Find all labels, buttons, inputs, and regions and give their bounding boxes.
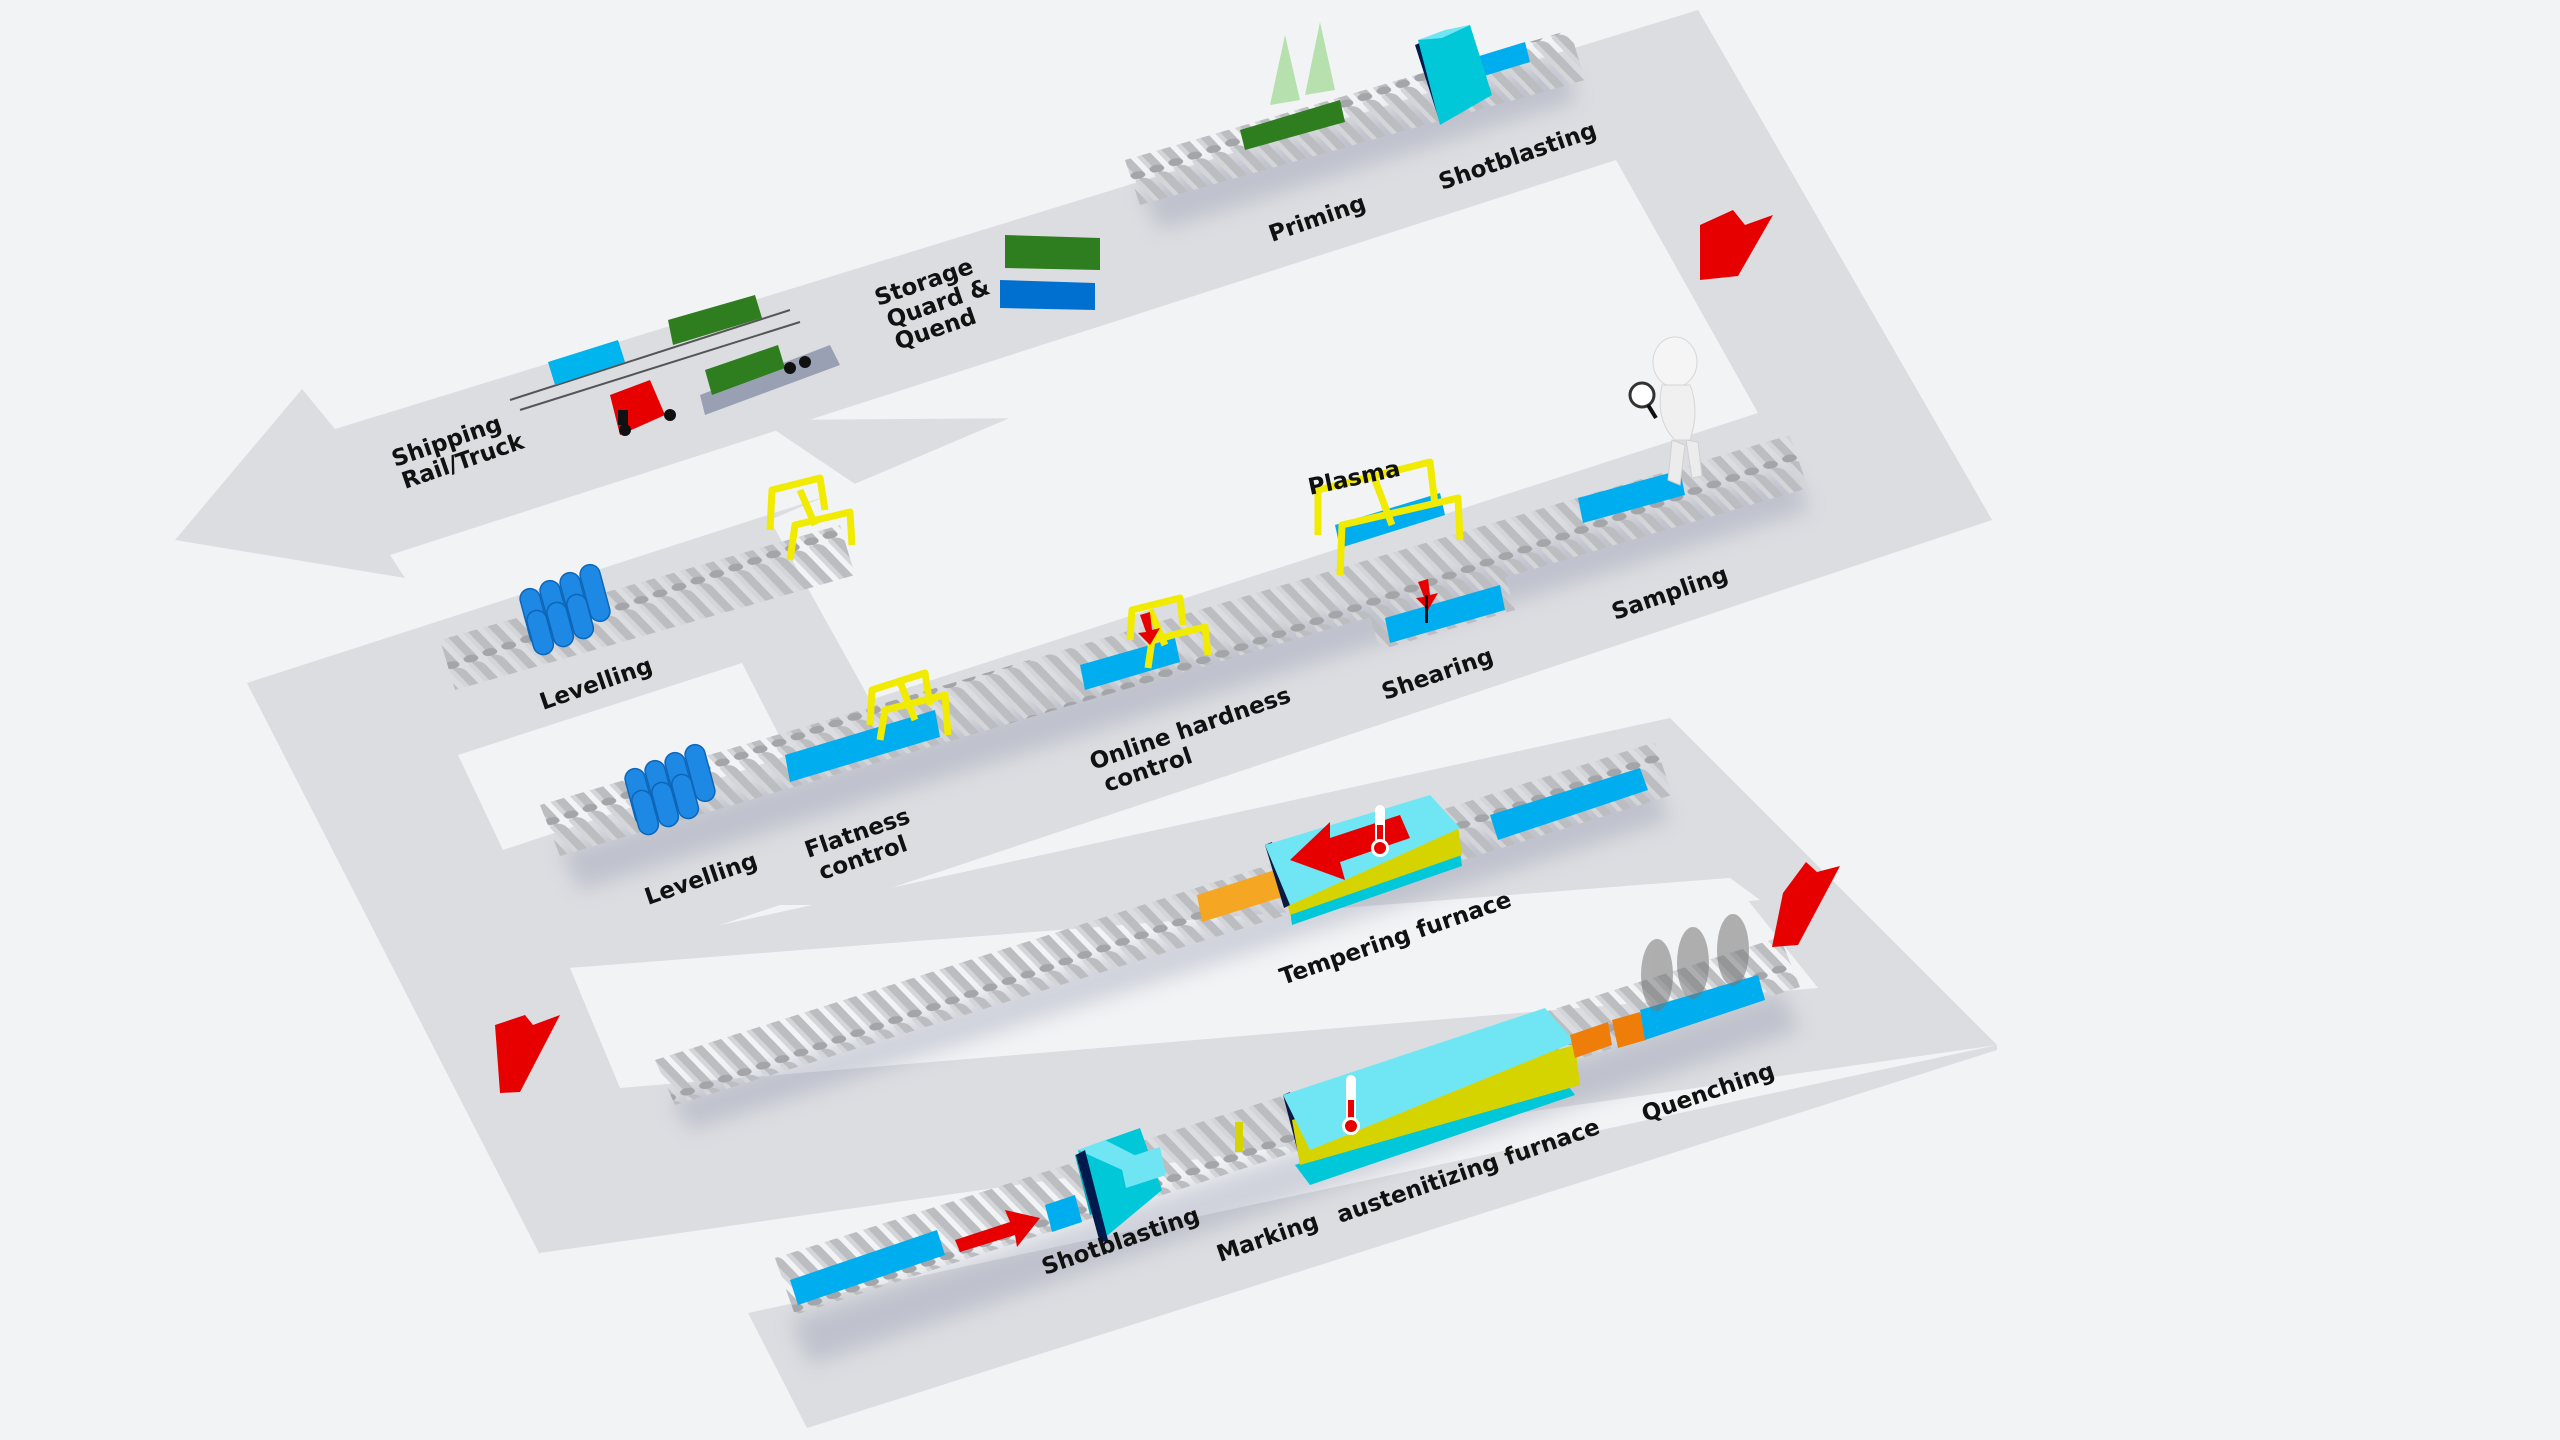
plate — [1490, 768, 1648, 840]
plate — [1120, 1147, 1166, 1188]
plate — [1045, 1195, 1082, 1232]
floor-right-strip-top — [1616, 10, 1992, 588]
hot-plate — [1197, 870, 1282, 922]
austenitizing-furnace — [1283, 1008, 1580, 1185]
thermometer-icon — [1371, 805, 1389, 857]
hot-plate — [1570, 1022, 1612, 1058]
plate — [1578, 470, 1685, 523]
primed-plate — [1240, 100, 1345, 150]
leveller-rolls — [624, 743, 716, 836]
floor-hole-top — [770, 160, 1758, 700]
shotblasting-machine — [1415, 25, 1492, 125]
plate — [790, 1230, 945, 1305]
plate — [1080, 638, 1180, 690]
water-spray-icon — [1641, 914, 1749, 1011]
red-arrow-icon — [1416, 579, 1438, 610]
bottom-line — [775, 914, 1800, 1365]
hardness-gantry — [1126, 594, 1212, 669]
stored-plate-green — [1005, 235, 1100, 270]
paint-spray-icon — [1270, 22, 1335, 105]
top-line — [509, 22, 1585, 436]
marking-head — [1235, 1122, 1243, 1152]
inspector-with-magnifier-icon — [1628, 336, 1703, 486]
floor-left-strip-2 — [247, 683, 600, 1253]
stored-plate-blue — [1000, 280, 1095, 310]
gantry — [766, 474, 856, 561]
red-arrow-icon — [495, 1015, 560, 1093]
red-arrow-icon — [1700, 210, 1773, 280]
hot-plate — [1612, 1012, 1646, 1048]
plate — [1385, 585, 1505, 643]
leveller-rolls — [519, 563, 611, 656]
red-arrow-icon — [955, 1210, 1040, 1252]
plasma-gantry — [1314, 458, 1464, 576]
rail-wagon-icon — [509, 295, 801, 411]
thermometer-icon — [1342, 1075, 1360, 1135]
red-arrow-icon — [1138, 612, 1160, 645]
tempering-line — [655, 742, 1672, 1130]
tempering-furnace — [1265, 795, 1462, 925]
plate — [785, 710, 940, 782]
truck-icon — [610, 345, 840, 436]
middle-line — [440, 336, 1810, 890]
floor-hole-levelling — [458, 663, 789, 850]
quenched-plate — [1640, 975, 1765, 1040]
shear-blade — [1425, 595, 1428, 623]
flatness-gantry — [866, 669, 952, 741]
floor-bottom-band — [748, 1045, 1997, 1428]
red-arrow-icon — [1772, 862, 1840, 947]
